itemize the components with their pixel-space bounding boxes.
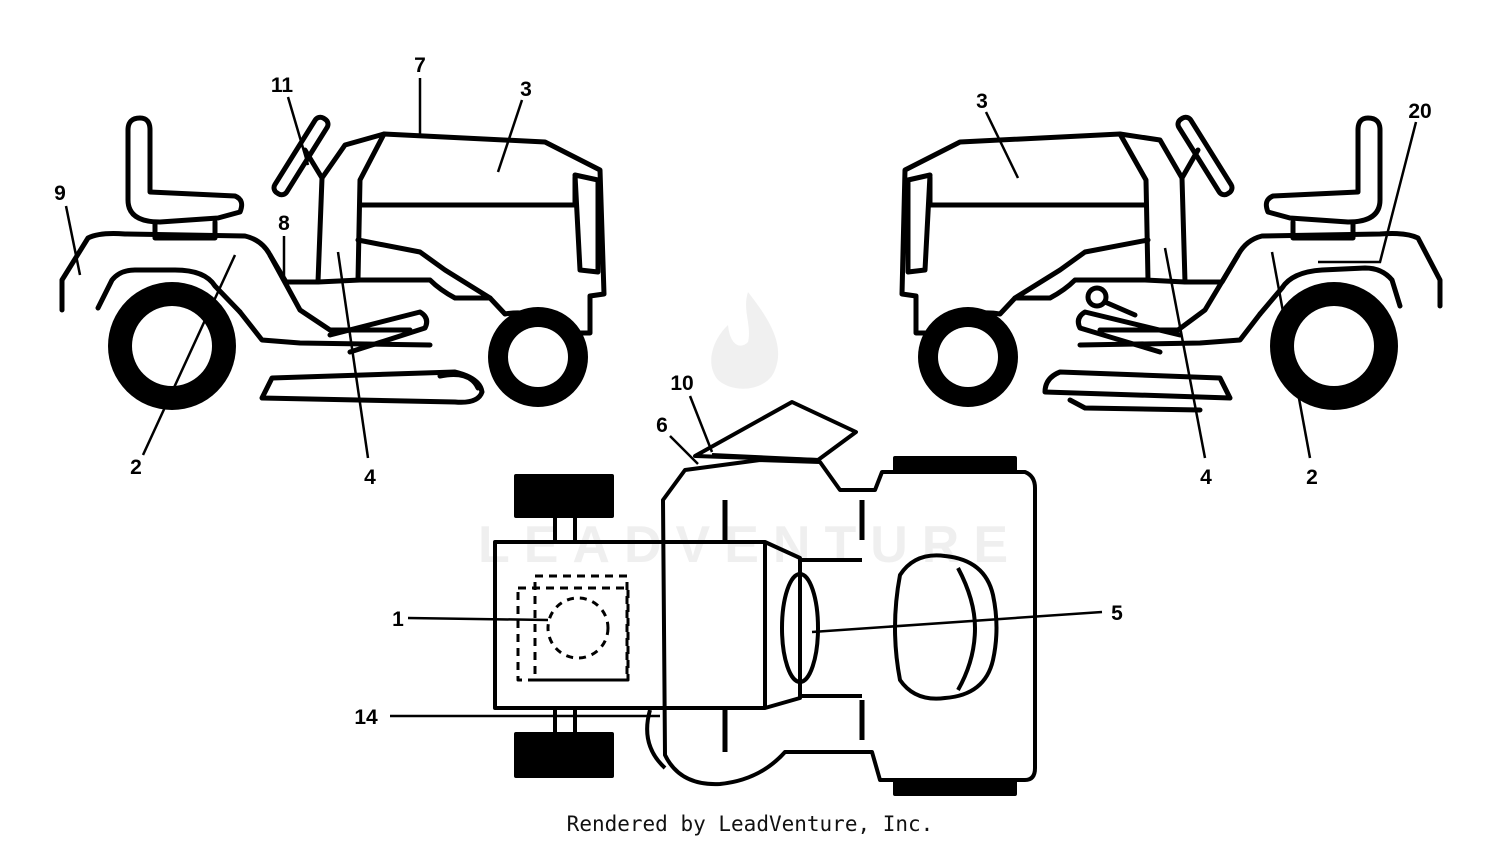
- pedal: [327, 309, 430, 355]
- rear-fender-right: [1182, 231, 1443, 309]
- rear-fender-right-inner: [1257, 265, 1403, 317]
- watermark-flame-icon: [711, 292, 779, 389]
- fender-tire-bottom: [893, 778, 1017, 796]
- callout-1: 1: [392, 608, 404, 631]
- callout-7: 7: [414, 54, 426, 77]
- chute-line: [711, 453, 819, 462]
- callout-8: 8: [278, 212, 290, 235]
- tractor-left-wheels: [108, 282, 588, 410]
- leader-5: [811, 610, 1103, 634]
- leader-3-left: [496, 99, 524, 173]
- leader-11: [286, 96, 310, 166]
- callout-11: 11: [271, 74, 294, 97]
- callout-5: 5: [1111, 602, 1123, 625]
- callout-9: 9: [54, 182, 66, 205]
- callout-3-left: 3: [520, 78, 532, 101]
- callout-2-left: 2: [130, 456, 142, 479]
- mower-deck-chute: [437, 372, 481, 391]
- seat-top-inner: [956, 567, 977, 691]
- leader-1: [407, 616, 549, 622]
- callout-10: 10: [670, 372, 693, 395]
- front-tire-top: [514, 474, 614, 518]
- rear-fender: [59, 231, 321, 313]
- leader-lines: [64, 78, 1418, 718]
- tractor-right-wheels: [918, 282, 1398, 410]
- lever: [1102, 299, 1138, 318]
- hood-right-line: [1117, 131, 1151, 283]
- axle-top: [553, 516, 577, 542]
- hood-right-front: [905, 172, 933, 275]
- leader-10: [688, 395, 714, 453]
- seat-backrest-right: [1263, 115, 1383, 225]
- hood-right-grille: [1012, 237, 1151, 301]
- callout-6: 6: [656, 414, 668, 437]
- callout-labels: 9 11 7 3 8 2 4 3 20 4 2 10 6 1 5 14: [54, 54, 1432, 729]
- leader-4-right: [1163, 247, 1207, 459]
- seat-base: [152, 219, 218, 241]
- belt-guide: [645, 709, 667, 770]
- hood-right-panel-line: [927, 175, 1148, 208]
- hood-right: [899, 131, 1188, 336]
- seat-top: [893, 553, 999, 701]
- tractor-left-side-view: [59, 114, 607, 405]
- leader-2-right: [1270, 251, 1312, 459]
- callout-2-right: 2: [1306, 466, 1318, 489]
- pedal-right: [1075, 309, 1183, 355]
- seat-backrest: [125, 115, 245, 225]
- leader-4-left: [336, 251, 370, 459]
- callout-4-right: 4: [1200, 466, 1212, 489]
- tractor-top-view: [493, 400, 1037, 796]
- leader-2-left: [141, 254, 237, 456]
- rear-fender-inner: [95, 267, 243, 315]
- leader-20: [1318, 121, 1418, 264]
- engine-cylinder: [546, 596, 610, 660]
- watermark-text: LEADVENTURE: [478, 516, 1022, 574]
- mower-deck-right: [1042, 369, 1233, 401]
- leader-9: [64, 205, 82, 276]
- callout-14: 14: [354, 706, 378, 729]
- lever-knob: [1085, 285, 1109, 309]
- watermark: LEADVENTURE: [478, 292, 1022, 574]
- hood-panel-line: [357, 175, 578, 208]
- fender-tire-top: [893, 456, 1017, 474]
- frame-upper-right: [1097, 252, 1241, 333]
- frame-lower: [237, 309, 433, 348]
- callout-3-right: 3: [976, 90, 988, 113]
- leader-6: [669, 435, 699, 465]
- front-tire-bottom: [514, 732, 614, 778]
- discharge-chute: [693, 400, 858, 462]
- callout-20: 20: [1408, 100, 1431, 123]
- engine-outline: [516, 586, 630, 682]
- hood-line: [355, 131, 387, 283]
- steering-top: [780, 572, 820, 684]
- body-top: [661, 458, 1037, 787]
- callout-4-left: 4: [364, 466, 376, 489]
- engine-block: [533, 574, 629, 682]
- steering-wheel-right: [1175, 114, 1235, 198]
- hood-grille: [355, 237, 493, 301]
- footer-credit: Rendered by LeadVenture, Inc.: [566, 812, 934, 836]
- deck-belt-right: [1067, 397, 1203, 413]
- axle-bottom: [553, 708, 577, 734]
- frame-upper: [267, 252, 413, 333]
- hood-front: [572, 172, 601, 275]
- leader-3-right: [984, 111, 1020, 179]
- seat-base-right: [1290, 219, 1356, 241]
